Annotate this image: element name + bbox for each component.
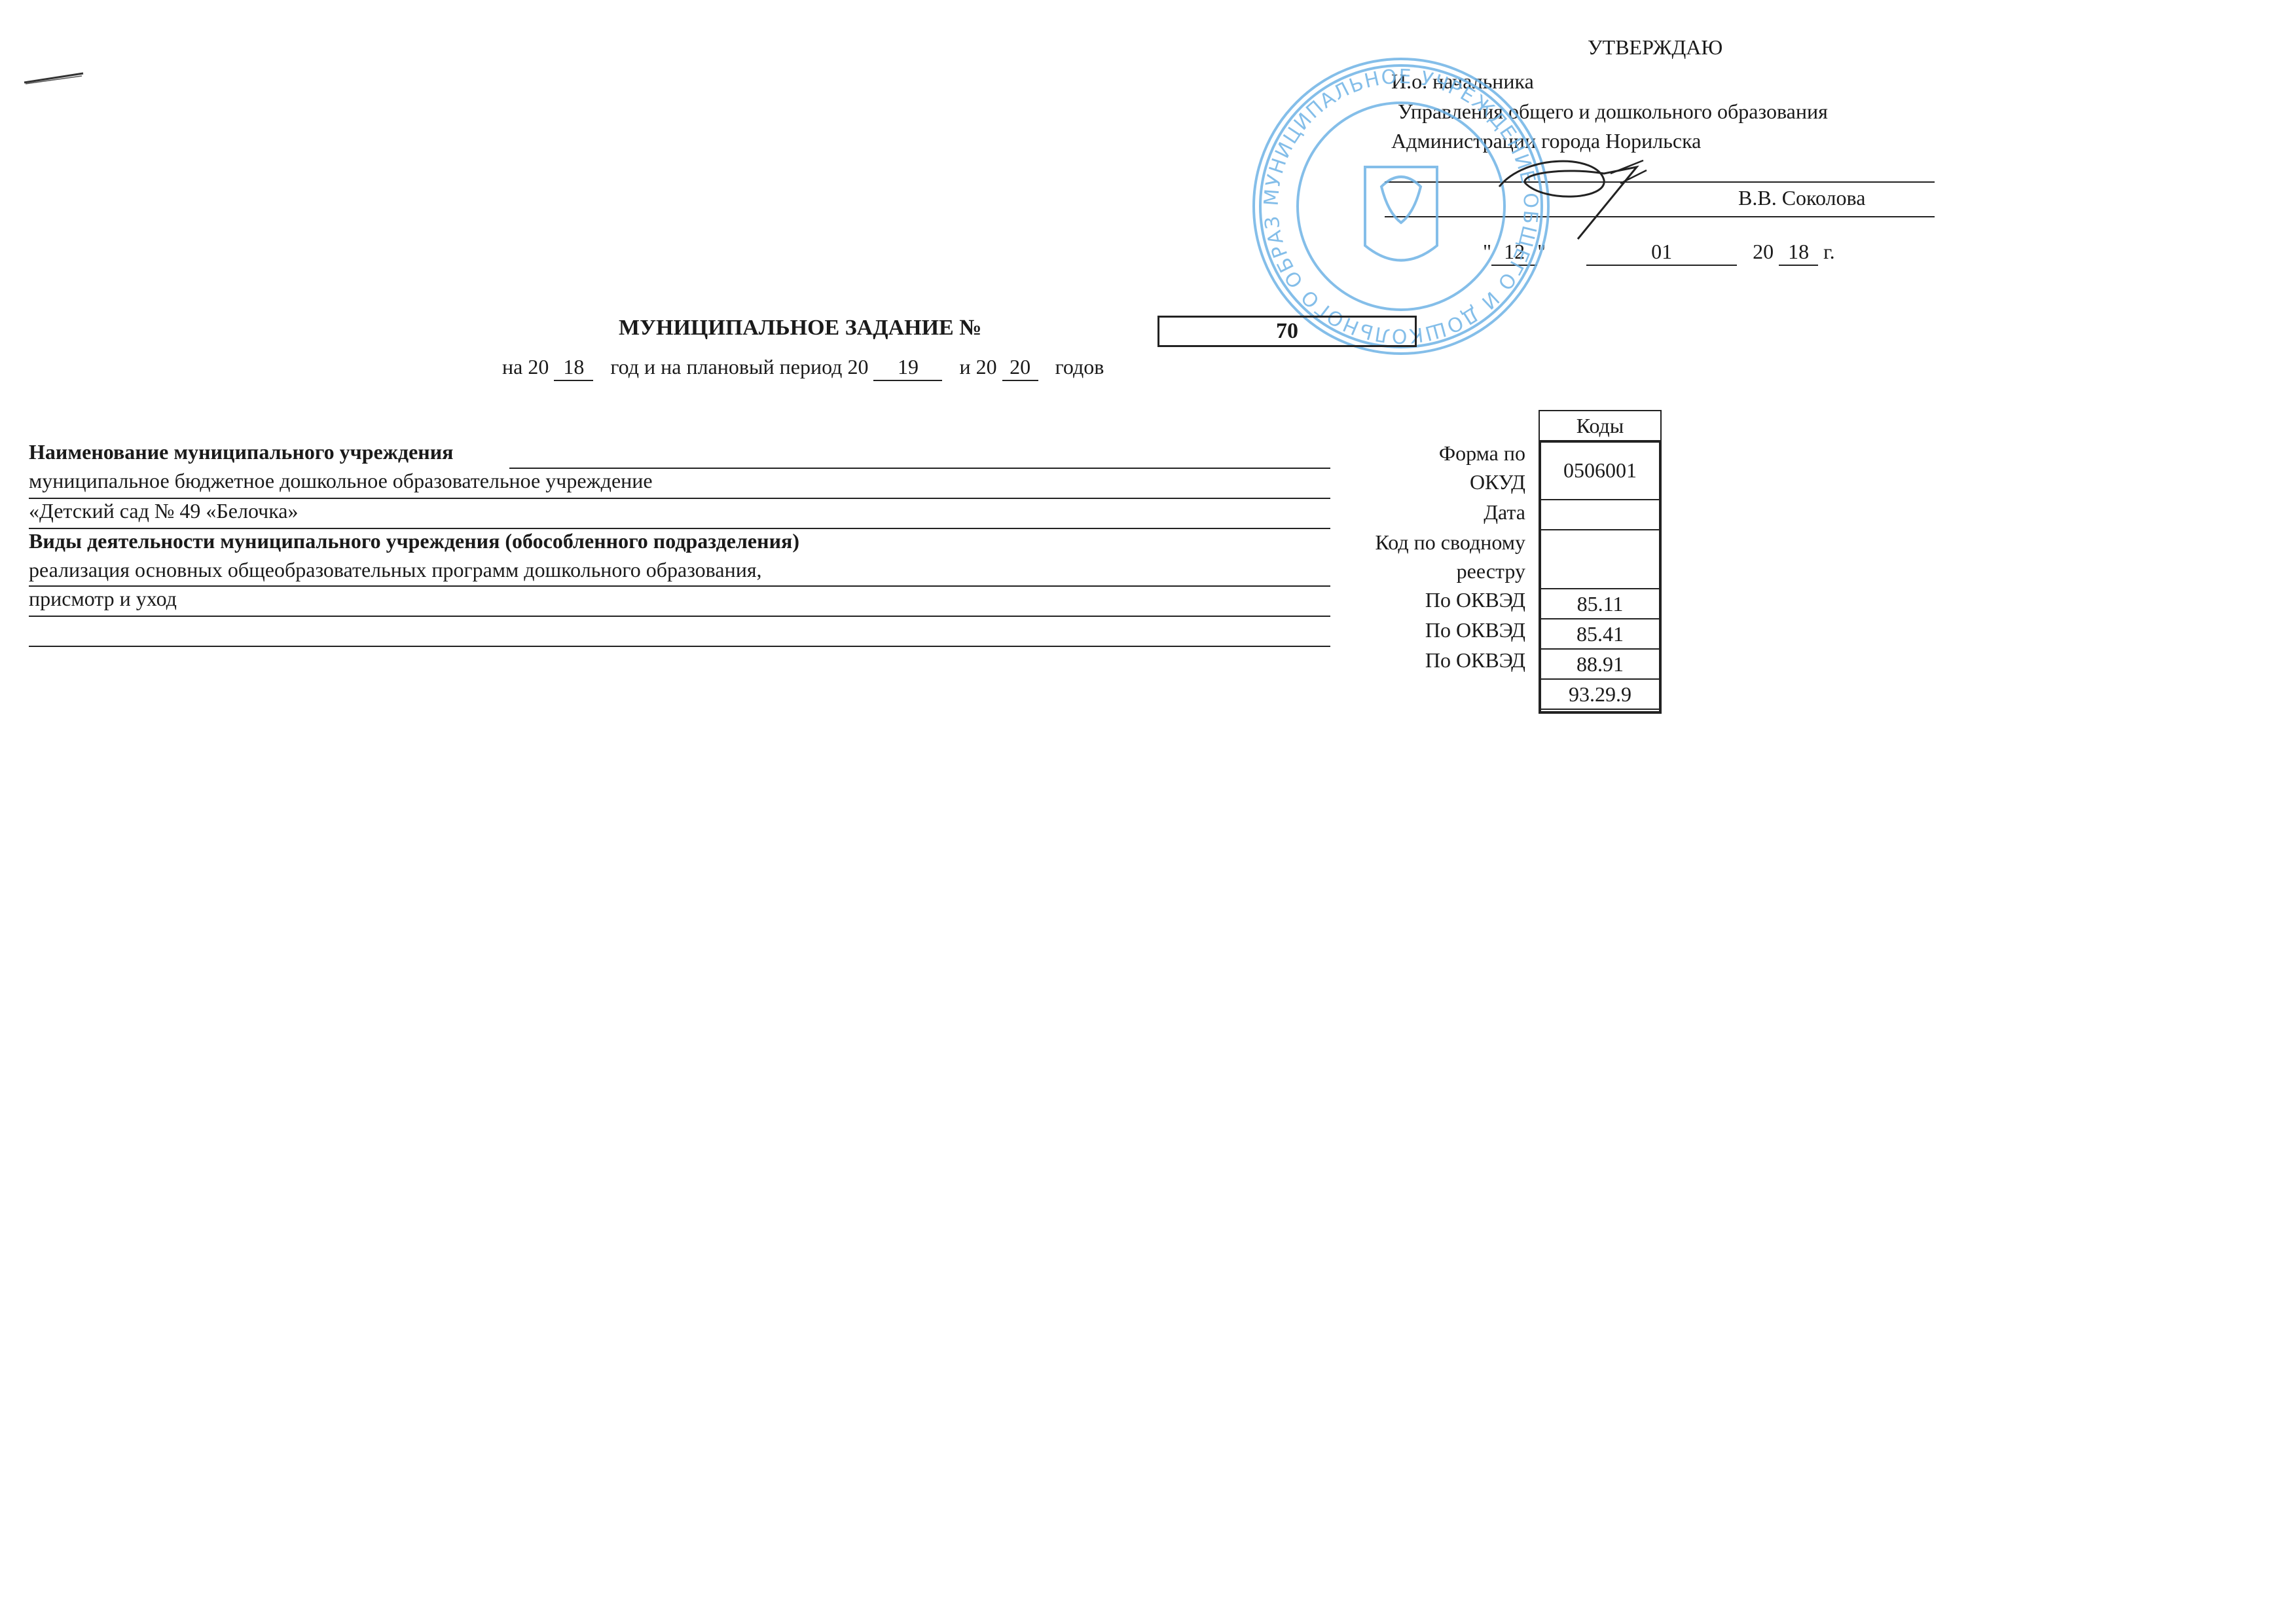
official-stamp: МУНИЦИПАЛЬНОЕ УЧРЕЖДЕНИЕ ОБЩЕГО И ДОШКОЛ…	[1247, 52, 1550, 355]
period-prefix: на 20	[502, 355, 549, 378]
approval-position-line-3: Администрации города Норильска	[1391, 129, 1702, 153]
codes-table: Коды 0506001 85.11 85.41 88.91 93.29.9	[1539, 410, 1662, 710]
period-and: и 20	[959, 355, 997, 378]
okved-label-3: По ОКВЭД	[1425, 648, 1525, 672]
okved-label-2: По ОКВЭД	[1425, 618, 1525, 642]
document-number: 70	[1157, 316, 1417, 347]
date-code	[1539, 499, 1662, 530]
activities-rule-1	[29, 585, 1330, 587]
period-line: на 20 18 год и на плановый период 20 19 …	[502, 354, 1104, 381]
signature-rule-bottom	[1385, 216, 1935, 217]
institution-name-line-1: муниципальное бюджетное дошкольное образ…	[29, 469, 653, 492]
okud-code: 0506001	[1539, 440, 1662, 500]
approval-title: УТВЕРЖДАЮ	[1588, 35, 1723, 59]
signature-rule-top	[1385, 181, 1935, 183]
date-month: 01	[1586, 238, 1738, 266]
scan-mark	[24, 72, 84, 84]
okved-code-3: 88.91	[1539, 648, 1662, 680]
codes-header: Коды	[1539, 410, 1662, 441]
period-year-1: 18	[554, 354, 594, 381]
institution-name-rule-1	[29, 498, 1330, 499]
institution-heading-rule	[509, 468, 1330, 469]
activities-line-2: присмотр и уход	[29, 587, 177, 610]
form-label-1: Форма по	[1438, 441, 1525, 465]
date-year-prefix: 20	[1753, 240, 1774, 263]
period-year-2: 19	[873, 354, 943, 381]
institution-heading: Наименование муниципального учреждения	[29, 440, 454, 464]
date-year-label: г.	[1823, 240, 1835, 263]
document-title: МУНИЦИПАЛЬНОЕ ЗАДАНИЕ №	[619, 316, 982, 340]
okved-code-2: 85.41	[1539, 618, 1662, 650]
activities-rule-3	[29, 646, 1330, 647]
signer-name: В.В. Соколова	[1738, 186, 1866, 210]
registry-code	[1539, 529, 1662, 589]
date-label: Дата	[1484, 500, 1525, 524]
okved-code-4: 93.29.9	[1539, 678, 1662, 710]
institution-name-line-2: «Детский сад № 49 «Белочка»	[29, 499, 299, 523]
activities-heading: Виды деятельности муниципального учрежде…	[29, 529, 799, 553]
registry-label-2: реестру	[1456, 559, 1525, 583]
institution-name-rule-2	[29, 528, 1330, 529]
date-year-suffix: 18	[1779, 238, 1819, 266]
approval-date: "12" 01 20 18 г.	[1483, 238, 1835, 266]
date-day: 12	[1491, 238, 1538, 266]
form-label-2: ОКУД	[1469, 470, 1525, 494]
handwritten-signature	[1498, 159, 1647, 240]
registry-label-1: Код по сводному	[1375, 530, 1525, 554]
activities-rule-2	[29, 616, 1330, 617]
date-open-quote: "	[1483, 240, 1492, 263]
activities-line-1: реализация основных общеобразовательных …	[29, 558, 762, 581]
period-suffix: годов	[1055, 355, 1104, 378]
period-middle: год и на плановый период 20	[610, 355, 869, 378]
okved-code-1: 85.11	[1539, 588, 1662, 619]
period-year-3: 20	[1002, 354, 1038, 381]
approval-position-line-2: Управления общего и дошкольного образова…	[1398, 100, 1828, 123]
okved-label-1: По ОКВЭД	[1425, 588, 1525, 612]
